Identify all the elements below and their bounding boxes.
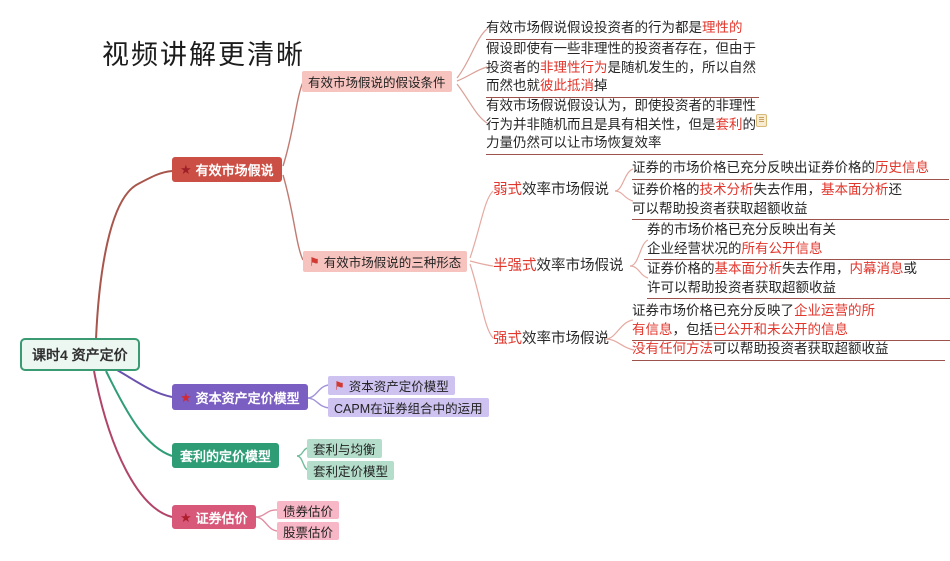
star-icon: ★ [180,162,192,177]
star-icon: ★ [180,509,192,525]
attached-note-icon[interactable] [756,114,767,127]
root-topic[interactable]: 课时4 资产定价 [20,338,140,371]
subtopic-capm-portfolio-label: CAPM在证券组合中的运用 [334,402,483,416]
subtopic-capm-model[interactable]: ⚑ 资本资产定价模型 [328,376,455,395]
subtopic-arbitrage-model[interactable]: 套利定价模型 [307,461,395,480]
note-strong-nomethod[interactable]: 没有任何方法可以帮助投资者获取超额收益 [632,340,945,361]
note-semistrong-public[interactable]: 券的市场价格已充分反映出有关企业经营状况的所有公开信息 [644,221,950,260]
subtopic-stock-valuation[interactable]: 股票估价 [277,522,340,540]
branch-emh[interactable]: ★ 有效市场假说 [172,157,282,182]
flag-icon: ⚑ [334,378,345,393]
note-random-cancel[interactable]: 假设即使有一些非理性的投资者存在，但由于投资者的非理性行为是随机发生的，所以自然… [486,40,759,98]
note-semistrong-insider[interactable]: 证券价格的基本面分析失去作用，内幕消息或许可以帮助投资者获取超额收益 [647,260,950,299]
root-topic-label: 课时4 资产定价 [32,346,128,363]
floating-title[interactable]: 视频讲解更清晰 [102,40,305,70]
subtopic-bond-valuation[interactable]: 债券估价 [277,501,340,519]
branch-arbitrage-label: 套利的定价模型 [180,449,272,464]
subtopic-emh-conditions-label: 有效市场假说的假设条件 [308,76,446,90]
subtopic-emh-conditions[interactable]: 有效市场假说的假设条件 [302,71,452,92]
note-rationality[interactable]: 有效市场假说假设投资者的行为都是理性的 [486,19,743,40]
branch-emh-label: 有效市场假说 [195,163,274,178]
note-weak-history[interactable]: 证券的市场价格已充分反映出证券价格的历史信息 [632,159,949,180]
branch-valuation-label: 证券估价 [195,510,248,526]
subtopic-arbitrage-equilibrium-label: 套利与均衡 [313,443,376,457]
subtopic-capm-portfolio[interactable]: CAPM在证券组合中的运用 [328,398,489,417]
subtopic-emh-forms-label: 有效市场假说的三种形态 [323,256,462,270]
subtopic-arbitrage-model-label: 套利定价模型 [313,465,389,479]
flag-icon: ⚑ [309,254,320,269]
subtopic-arbitrage-equilibrium[interactable]: 套利与均衡 [307,439,382,458]
subtopic-emh-forms[interactable]: ⚑ 有效市场假说的三种形态 [303,251,468,272]
star-icon: ★ [180,389,192,405]
note-strong-allinfo[interactable]: 证券市场价格已充分反映了企业运营的所有信息，包括已公开和未公开的信息 [632,302,950,341]
note-arbitrage-force[interactable]: 有效市场假说假设认为，即使投资者的非理性行为并非随机而且是具有相关性，但是套利的… [486,97,763,155]
subtopic-bond-valuation-label: 债券估价 [283,504,334,519]
branch-capm[interactable]: ★ 资本资产定价模型 [172,384,308,410]
subtopic-stock-valuation-label: 股票估价 [283,525,334,540]
branch-arbitrage[interactable]: 套利的定价模型 [172,443,280,468]
subtopic-capm-model-label: 资本资产定价模型 [348,380,449,394]
form-weak-label[interactable]: 弱式效率市场假说 [493,182,609,198]
form-semistrong-label[interactable]: 半强式效率市场假说 [493,258,624,274]
branch-capm-label: 资本资产定价模型 [195,390,300,406]
branch-valuation[interactable]: ★ 证券估价 [172,505,256,529]
form-strong-label[interactable]: 强式效率市场假说 [493,331,609,347]
note-weak-analysis[interactable]: 证券价格的技术分析失去作用，基本面分析还可以帮助投资者获取超额收益 [632,181,949,220]
